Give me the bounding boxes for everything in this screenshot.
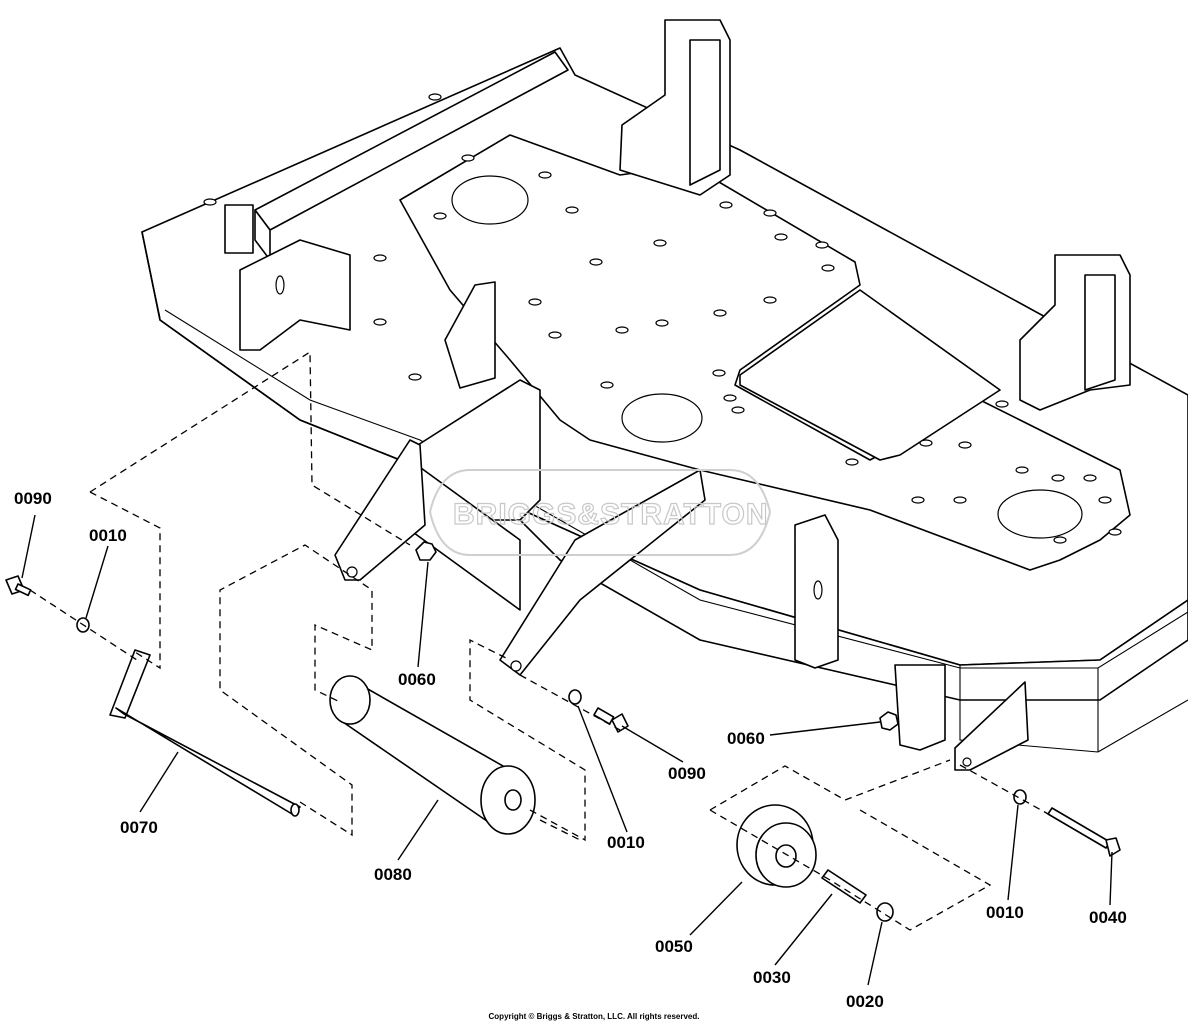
wheel [736,804,817,888]
callout-0070: 0070 [120,818,158,837]
brand-watermark: BRIGGS&STRATTON [428,469,772,556]
callout-0020: 0020 [846,992,884,1011]
roller [329,675,536,835]
copyright-notice: Copyright © Briggs & Stratton, LLC. All … [489,1012,700,1021]
washer-mid [568,689,582,705]
wheel-bracket [894,664,946,751]
mower-deck [141,19,1188,771]
callout-0010-left: 0010 [89,526,127,545]
leader-lines [21,514,1113,986]
rear-upright-left-face [689,39,721,186]
nut-left [415,541,437,561]
rail-bracket [224,204,254,254]
plate-opening-center [621,393,703,443]
bolt-mid [593,707,629,733]
callout-0010-mid: 0010 [607,833,645,852]
callout-0090-left: 0090 [14,489,52,508]
deck-corner-bottom [1097,699,1188,753]
plate-slots [203,93,1122,544]
nut-right [879,711,899,731]
callout-0010-right: 0010 [986,903,1024,922]
wheel-bolt [1047,807,1121,857]
rear-upright-right-face [1084,274,1116,391]
svg-text:BRIGGS&STRATTON: BRIGGS&STRATTON [453,498,769,531]
plate-cutout [739,289,1001,461]
callout-0030: 0030 [753,968,791,987]
plate-opening-left [451,175,529,225]
plate-opening-right [997,489,1083,539]
roller-axle [109,649,301,817]
assembly-lines [29,350,1051,931]
callout-0050: 0050 [655,937,693,956]
callout-0060-left: 0060 [398,670,436,689]
callout-labels: 0090 0010 0070 0060 0080 0010 0090 0060 … [14,489,1127,1011]
deck-side-edge [959,665,1099,753]
callout-0090-mid: 0090 [668,764,706,783]
hanger-slot [275,275,285,295]
deck-skirt-lower-edge [147,261,161,319]
wheel-bracket-arm [954,681,1029,771]
callout-0060-right: 0060 [727,729,765,748]
callout-0040: 0040 [1089,908,1127,927]
front-hanger-left [239,239,351,351]
washer-right [1013,789,1027,805]
roller-arm-left [334,439,426,581]
top-mounting-plate [399,134,1131,571]
bolt-left [5,575,32,597]
callout-0080: 0080 [374,865,412,884]
center-bracket [444,281,496,389]
spacer-tube [821,869,867,904]
